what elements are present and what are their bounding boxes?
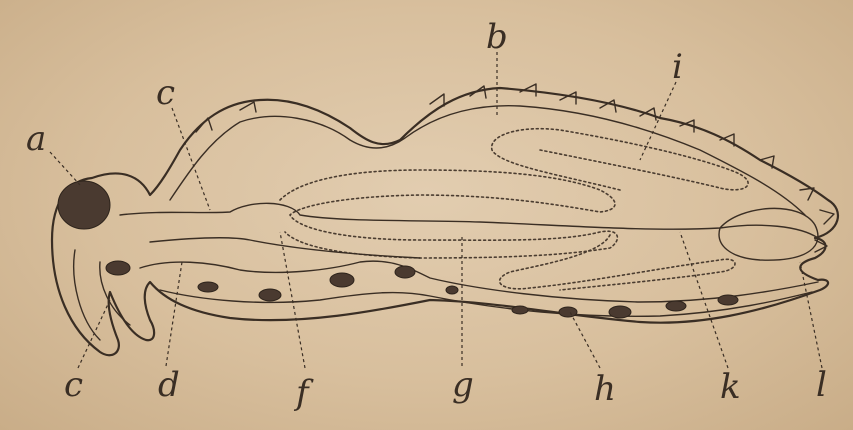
inner-upper-contour xyxy=(170,106,805,215)
central-chamber-dotted xyxy=(280,170,617,258)
posterior-lobe xyxy=(719,208,818,260)
nucleus-2 xyxy=(259,289,281,301)
cavity-line-upper xyxy=(120,203,818,238)
label-d: d xyxy=(158,365,180,405)
label-a: a xyxy=(26,119,46,159)
nucleus-8 xyxy=(666,301,686,311)
coiled-tube-i xyxy=(492,129,748,190)
small-spot xyxy=(106,261,130,275)
label-c-top: c xyxy=(156,73,175,113)
label-b: b xyxy=(486,17,508,57)
ventral-outline xyxy=(140,261,818,302)
nucleus-9 xyxy=(718,295,738,305)
label-f: f xyxy=(293,373,314,413)
label-h: h xyxy=(594,369,616,409)
label-k: k xyxy=(720,367,741,407)
lower-coiled-tube xyxy=(500,235,735,290)
leader-f xyxy=(280,232,305,368)
nucleus-7 xyxy=(609,306,631,318)
nucleus-3 xyxy=(330,273,354,287)
nucleus-4 xyxy=(395,266,415,278)
leader-c-bottom xyxy=(78,300,110,368)
nucleus-1 xyxy=(198,282,218,292)
leader-a xyxy=(50,152,80,185)
dark-spot-a xyxy=(58,181,110,229)
label-i: i xyxy=(672,47,683,87)
nucleus-6 xyxy=(559,307,577,317)
upper-spines xyxy=(196,84,834,252)
tentacle-lobe-1 xyxy=(74,250,100,340)
leader-h xyxy=(570,312,600,368)
label-g: g xyxy=(452,365,474,405)
cavity-line-lower xyxy=(150,238,420,258)
leader-d xyxy=(166,262,182,366)
label-c-bottom: c xyxy=(64,365,83,405)
nucleus-5 xyxy=(512,306,528,314)
label-l: l xyxy=(816,365,827,405)
nucleus-10 xyxy=(446,286,458,294)
